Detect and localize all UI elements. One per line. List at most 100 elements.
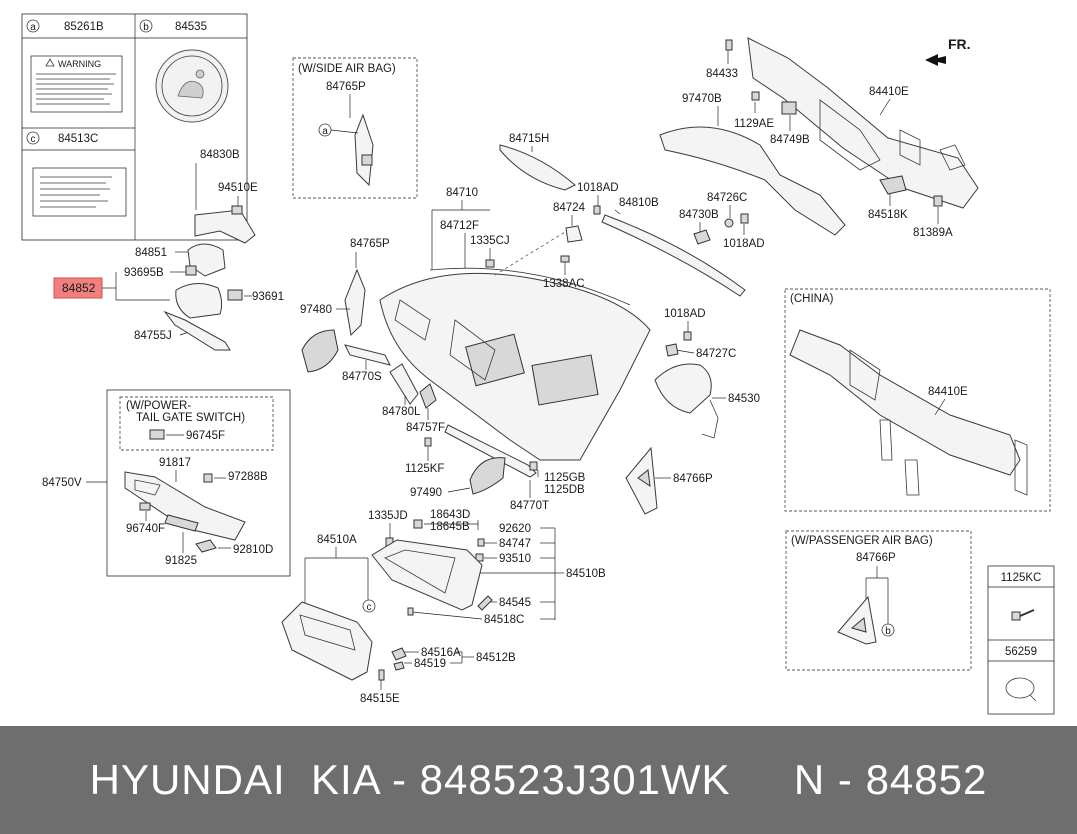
lower-panel-84750V — [124, 471, 246, 541]
cover-84830B — [194, 209, 256, 244]
fastener-label-1125KC: 1125KC — [1001, 572, 1042, 584]
legend-marker-a — [26, 19, 40, 33]
part-label-84749B: 84749B — [770, 134, 810, 146]
part-label-84518C: 84518C — [484, 614, 524, 626]
part-label-84830B: 84830B — [200, 149, 240, 161]
svg-text:b: b — [885, 626, 891, 637]
part-label-97480: 97480 — [300, 304, 332, 316]
part-label-93691: 93691 — [252, 291, 284, 303]
air-duct-97470B — [659, 126, 846, 236]
part-label-18645B: 18645B — [430, 521, 470, 533]
right-side-parts: 1018AD 84727C 84530 84766P — [625, 308, 760, 515]
bracket-84724 — [565, 225, 583, 243]
part-label-84766P-b: 84766P — [856, 552, 896, 564]
part-label-84730B: 84730B — [679, 209, 719, 221]
part-label-84433: 84433 — [706, 68, 738, 80]
front-label: FR. — [948, 36, 971, 52]
part-label-84724: 84724 — [553, 202, 586, 214]
part-label-84712F: 84712F — [440, 220, 479, 232]
legend-key-c: c — [31, 134, 36, 145]
airbag-module-84530 — [654, 363, 712, 414]
side-air-bag-group: (W/SIDE AIR BAG) 84765P a — [292, 57, 418, 199]
group-label-china: (CHINA) — [790, 293, 834, 305]
legend-part-c: 84513C — [58, 133, 98, 145]
part-label-1018AD-a: 1018AD — [577, 182, 619, 194]
part-label-84545: 84545 — [499, 597, 531, 609]
power-tail-gate-group: (W/POWER- TAIL GATE SWITCH) 96745F 84750… — [42, 389, 291, 577]
fastener-label-56259: 56259 — [1005, 646, 1037, 658]
part-label-1018AD-b: 1018AD — [723, 238, 765, 250]
part-label-81389A: 81389A — [913, 227, 953, 239]
switch-84757F — [419, 383, 437, 409]
part-label-1125GB: 1125GB — [544, 472, 586, 484]
part-label-92810D: 92810D — [233, 544, 273, 556]
footer-part-number-text: HYUNDAI KIA - 848523J301WK N - 84852 — [89, 756, 988, 803]
part-label-1335JD: 1335JD — [368, 510, 408, 522]
airbag-emblem-icon — [155, 49, 229, 123]
part-label-91825: 91825 — [165, 555, 197, 567]
part-label-84765P-side: 84765P — [326, 81, 366, 93]
svg-text:c: c — [367, 602, 372, 613]
lower-shroud-84852 — [175, 283, 223, 319]
part-label-84726C: 84726C — [707, 192, 747, 204]
part-label-84410E-a: 84410E — [869, 86, 909, 98]
defroster-parts: 84715H 1018AD 84724 1338AC 84810B — [499, 133, 746, 297]
left-cover-parts: 84830B 94510E 84851 93695B 84852 93691 8… — [53, 149, 284, 351]
part-label-97470B: 97470B — [682, 93, 722, 105]
footer-bar: HYUNDAI KIA - 848523J301WK N - 84852 — [0, 726, 1077, 834]
passenger-air-bag-group: (W/PASSENGER AIR BAG) 84766P b — [785, 530, 972, 671]
side-rail-84810B — [601, 214, 746, 297]
dashboard-parts-diagram: a 85261B WARNING b 84535 c 84513C — [21, 13, 1055, 715]
part-label-84852-highlighted: 84852 — [62, 281, 96, 295]
part-label-84766P-a: 84766P — [673, 473, 713, 485]
part-label-84765P: 84765P — [350, 238, 390, 250]
center-vent-97490 — [469, 457, 506, 495]
glove-box-housing-84510B — [371, 539, 483, 611]
part-label-94510E: 94510E — [218, 182, 258, 194]
part-label-84519: 84519 — [414, 658, 446, 670]
knee-bolster-84755J — [163, 310, 231, 351]
warning-label-icon: WARNING — [30, 55, 123, 113]
part-label-84750V: 84750V — [42, 477, 82, 489]
cowl-cross-bar-china — [789, 329, 1021, 476]
front-direction-indicator: FR. — [925, 36, 971, 66]
part-label-1129AE: 1129AE — [734, 118, 774, 130]
part-label-84530: 84530 — [728, 393, 760, 405]
group-label-passenger-air-bag: (W/PASSENGER AIR BAG) — [791, 535, 933, 547]
part-label-84512B: 84512B — [476, 652, 516, 664]
info-label-icon — [32, 167, 127, 217]
part-label-92620: 92620 — [499, 523, 531, 535]
garnish-84770S — [344, 344, 391, 366]
part-label-91817: 91817 — [159, 457, 191, 469]
clamp-icon — [1005, 677, 1037, 702]
part-label-97490: 97490 — [410, 487, 442, 499]
part-label-84515E: 84515E — [360, 693, 400, 705]
part-label-84755J: 84755J — [134, 330, 172, 342]
part-label-84715H: 84715H — [509, 133, 549, 145]
legend-part-b: 84535 — [175, 21, 207, 33]
part-label-1338AC: 1338AC — [543, 278, 585, 290]
part-label-1018AD-c: 1018AD — [664, 308, 706, 320]
part-label-97288B: 97288B — [228, 471, 268, 483]
parts-diagram-area: a 85261B WARNING b 84535 c 84513C — [21, 13, 1055, 715]
part-label-84510B: 84510B — [566, 568, 606, 580]
group-label-power-tail-gate-1: (W/POWER- — [126, 400, 191, 412]
part-label-84410E-b: 84410E — [928, 386, 968, 398]
warning-label-text: WARNING — [58, 59, 101, 69]
part-label-84516A: 84516A — [421, 647, 461, 659]
part-label-96745F: 96745F — [186, 430, 225, 442]
part-label-18643D: 18643D — [430, 509, 470, 521]
side-garnish-part — [354, 113, 374, 187]
legend-key-b: b — [143, 22, 149, 33]
defroster-cover-84715H — [499, 144, 576, 191]
part-label-84770S: 84770S — [342, 371, 382, 383]
part-label-84810B: 84810B — [619, 197, 659, 209]
garnish-84780L — [389, 363, 419, 405]
side-cover-passenger — [837, 595, 877, 645]
legend-table: a 85261B WARNING b 84535 c 84513C — [21, 13, 248, 241]
part-label-84780L: 84780L — [382, 406, 421, 418]
part-label-84727C: 84727C — [696, 348, 736, 360]
cowl-cross-bar-84410E — [747, 37, 979, 209]
svg-text:a: a — [322, 126, 328, 137]
part-label-93510: 93510 — [499, 553, 531, 565]
